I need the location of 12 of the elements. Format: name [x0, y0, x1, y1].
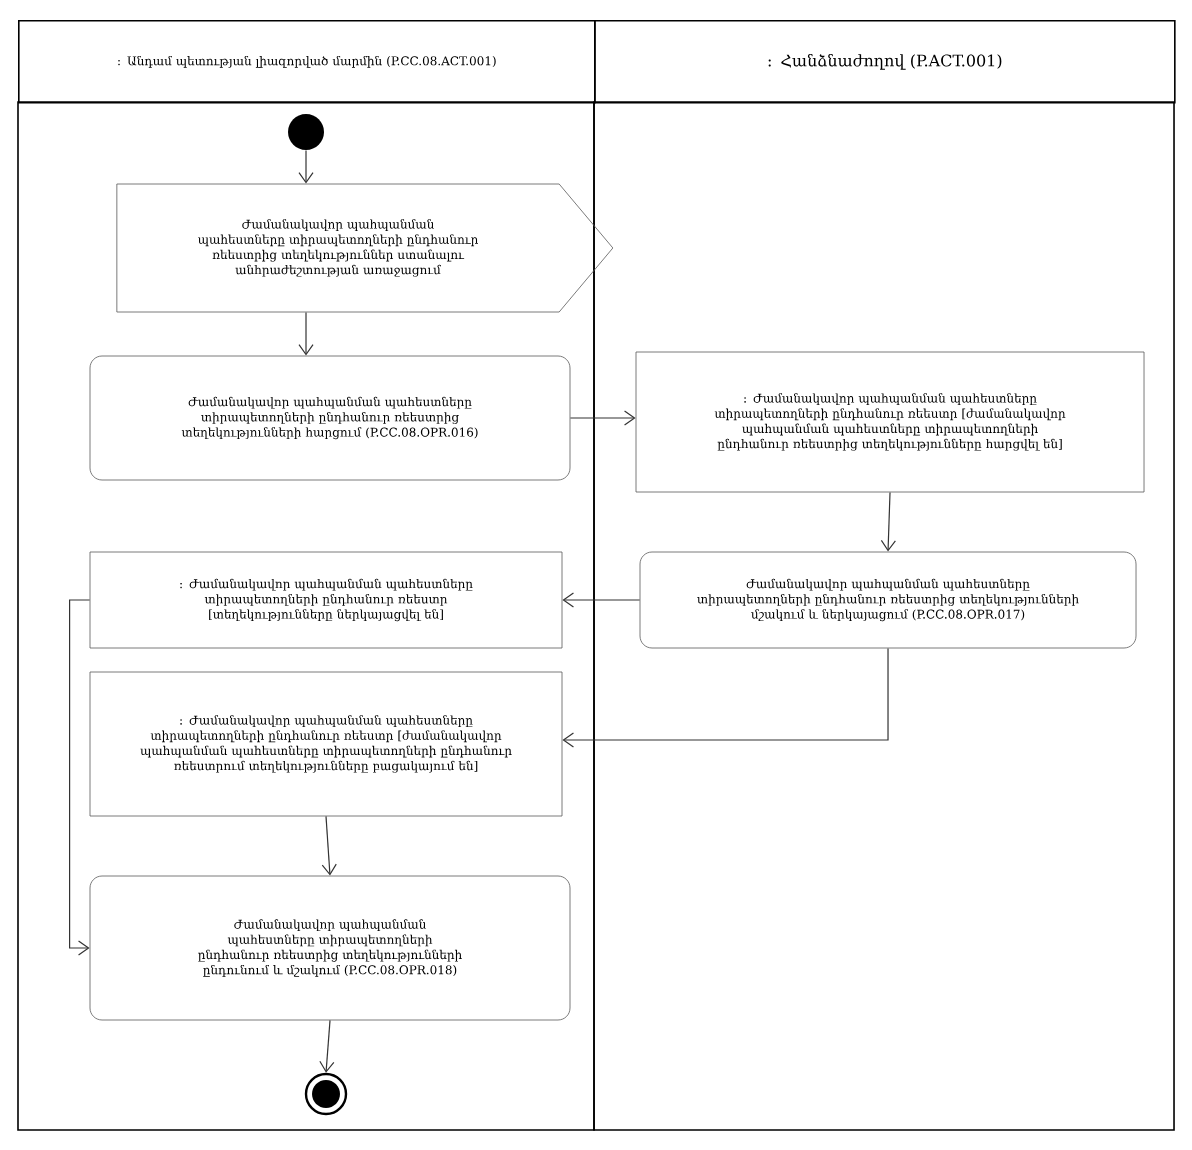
- arrow: [319, 1019, 335, 1073]
- arrow: [298, 311, 314, 356]
- node-label: : Հանձնաժողով (P.ACT.001): [768, 53, 1002, 70]
- start-node: [288, 114, 324, 150]
- end-node: [304, 1072, 348, 1116]
- arrow: [569, 410, 636, 426]
- arrow: [880, 491, 896, 552]
- arrow: [562, 592, 641, 608]
- arrow: [298, 149, 314, 184]
- arrow: [562, 647, 889, 748]
- arrow: [69, 599, 91, 956]
- arrow: [321, 815, 337, 876]
